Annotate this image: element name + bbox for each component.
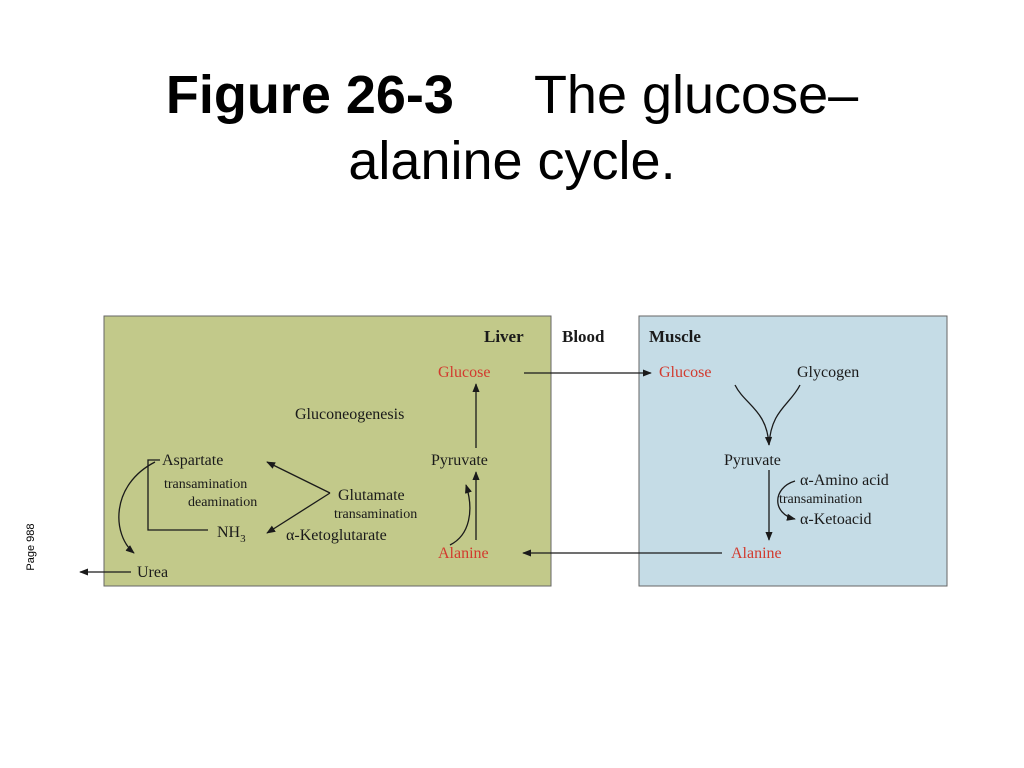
slide-title: Figure 26-3 The glucose– alanine cycle. [0, 62, 1024, 194]
muscle-alanine-label: Alanine [731, 545, 782, 562]
urea-formation-arrow [118, 461, 156, 554]
glutamate-to-aspartate-arrow [266, 461, 331, 494]
figure-label: Figure 26-3 [165, 65, 454, 125]
liver-header: Liver [484, 327, 524, 346]
muscle-transamination-curve-arrow [777, 480, 796, 521]
deamination-label: deamination [188, 495, 257, 510]
urea-label: Urea [137, 564, 168, 581]
caption-line-1: The glucose– [533, 65, 859, 125]
gluconeogenesis-label: Gluconeogenesis [295, 406, 404, 423]
muscle-header: Muscle [649, 327, 701, 346]
muscle-panel [638, 315, 948, 587]
muscle-pyruvate-label: Pyruvate [724, 452, 781, 469]
transamination-label-2: transamination [334, 507, 417, 522]
aspartate-nh3-bracket [147, 459, 208, 531]
glucose-to-pyruvate-arrow [734, 384, 773, 446]
glutamate-label: Glutamate [338, 487, 405, 504]
liver-glucose-label: Glucose [438, 364, 490, 381]
blood-header: Blood [562, 327, 605, 346]
alpha-ketoacid-label: α-Ketoacid [800, 511, 871, 528]
muscle-glucose-label: Glucose [659, 364, 711, 381]
caption-line-2: alanine cycle. [348, 131, 676, 191]
glycogen-to-pyruvate-arrow [768, 384, 801, 446]
liver-panel [103, 315, 552, 587]
alpha-ketoglutarate-label: α-Ketoglutarate [286, 527, 387, 544]
glycogen-label: Glycogen [797, 364, 859, 381]
nh3-label: NH3 [217, 524, 246, 545]
transamination-label-1: transamination [164, 477, 247, 492]
alpha-amino-acid-label: α-Amino acid [800, 472, 889, 489]
liver-alanine-label: Alanine [438, 545, 489, 562]
aspartate-label: Aspartate [162, 452, 223, 469]
transamination-curve-arrow [449, 484, 472, 546]
muscle-transamination-label: transamination [779, 492, 862, 507]
title-line-1: Figure 26-3 The glucose– [0, 62, 1024, 128]
glutamate-to-nh3-arrow [266, 492, 331, 534]
liver-pyruvate-label: Pyruvate [431, 452, 488, 469]
